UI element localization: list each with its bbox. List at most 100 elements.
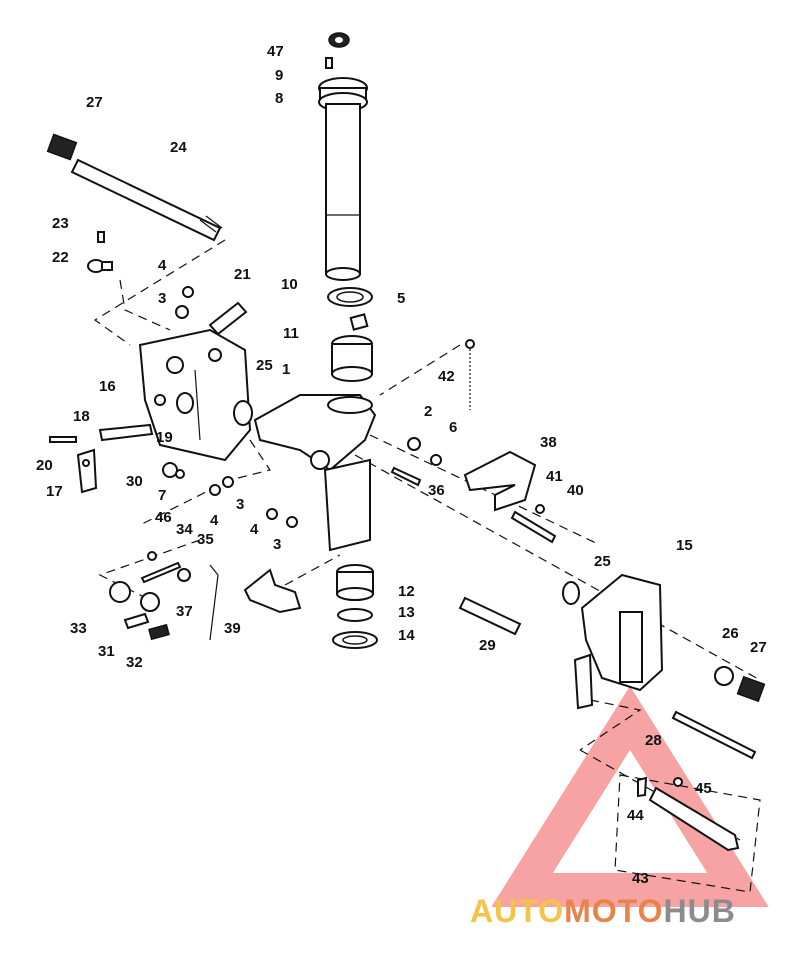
callout-c3b: 3 bbox=[236, 496, 244, 513]
callout-c31: 31 bbox=[98, 643, 115, 660]
callout-c46: 46 bbox=[155, 509, 172, 526]
screw-18 bbox=[98, 423, 154, 442]
fitting-4c bbox=[266, 508, 278, 520]
nut-27-bottom bbox=[736, 675, 766, 703]
callout-c16: 16 bbox=[99, 378, 116, 395]
link-39 bbox=[243, 568, 302, 614]
logo-text: AUTOMOTOHUB bbox=[470, 893, 736, 930]
callout-c21: 21 bbox=[234, 266, 251, 283]
bracket-38 bbox=[463, 450, 537, 512]
bolt-6 bbox=[430, 454, 442, 466]
bolt-28 bbox=[671, 710, 757, 760]
callout-c5: 5 bbox=[397, 290, 405, 307]
assembly-lines bbox=[93, 239, 761, 893]
key-5 bbox=[349, 313, 369, 331]
tilt-tube-24 bbox=[70, 158, 223, 242]
nut-30 bbox=[162, 462, 178, 478]
callout-c7: 7 bbox=[158, 487, 166, 504]
callout-c22: 22 bbox=[52, 249, 69, 266]
autmotohub-logo: AUTOMOTOHUB bbox=[470, 885, 800, 955]
pad-32 bbox=[148, 623, 170, 641]
callout-c4b: 4 bbox=[210, 512, 219, 529]
callout-c38: 38 bbox=[540, 434, 557, 451]
callout-c30: 30 bbox=[126, 473, 143, 490]
callout-c8: 8 bbox=[275, 90, 283, 107]
logo-part-hub: HUB bbox=[663, 893, 736, 929]
o-ring-13 bbox=[337, 608, 373, 622]
pin-45 bbox=[673, 777, 683, 787]
pin-40 bbox=[510, 510, 557, 544]
fitting-4b bbox=[209, 484, 221, 496]
callout-c27a: 27 bbox=[86, 94, 103, 111]
pin-23 bbox=[97, 231, 105, 243]
callout-c25b: 25 bbox=[594, 553, 611, 570]
callout-c43: 43 bbox=[632, 870, 649, 887]
nut-26 bbox=[714, 666, 734, 686]
nut-2 bbox=[407, 437, 421, 451]
tilt-lock-lever-43 bbox=[648, 786, 740, 852]
callout-c35: 35 bbox=[197, 531, 214, 548]
fitting-3c bbox=[286, 516, 298, 528]
plate-17 bbox=[76, 448, 98, 494]
callout-c45: 45 bbox=[695, 780, 712, 797]
spring-33 bbox=[109, 581, 160, 612]
pin-44 bbox=[637, 776, 648, 798]
callout-c27b: 27 bbox=[750, 639, 767, 656]
callout-c6: 6 bbox=[449, 419, 457, 436]
washer-14 bbox=[332, 631, 378, 649]
callout-c41: 41 bbox=[546, 468, 563, 485]
spring-42 bbox=[465, 339, 475, 410]
clamp-bracket-16 bbox=[138, 328, 252, 462]
rod-37 bbox=[209, 564, 219, 641]
callout-c1: 1 bbox=[282, 361, 290, 378]
callout-c2: 2 bbox=[424, 403, 432, 420]
callout-c24: 24 bbox=[170, 139, 187, 156]
bolt-20 bbox=[49, 436, 77, 443]
nut-27-top bbox=[46, 133, 78, 161]
clamp-bracket-15 bbox=[573, 573, 664, 710]
watermark-triangle bbox=[491, 686, 769, 907]
callout-c4a: 4 bbox=[158, 257, 167, 274]
pin-36 bbox=[390, 466, 422, 487]
callout-c40: 40 bbox=[567, 482, 584, 499]
callout-c42: 42 bbox=[438, 368, 455, 385]
clip-35 bbox=[177, 568, 191, 582]
logo-part-auto: AUTO bbox=[470, 893, 565, 929]
callout-c34: 34 bbox=[176, 521, 193, 538]
callout-c25a: 25 bbox=[256, 357, 273, 374]
pin-21 bbox=[208, 301, 248, 336]
washer-19 bbox=[176, 392, 194, 414]
callout-c36: 36 bbox=[428, 482, 445, 499]
fitting-3a bbox=[175, 305, 189, 319]
washer-25a bbox=[233, 400, 253, 426]
callout-c3c: 3 bbox=[273, 536, 281, 553]
tube-29 bbox=[458, 596, 522, 636]
callout-c39: 39 bbox=[224, 620, 241, 637]
callout-c44: 44 bbox=[627, 807, 644, 824]
callout-c14: 14 bbox=[398, 627, 415, 644]
callout-c29: 29 bbox=[479, 637, 496, 654]
washer-25b bbox=[562, 581, 580, 605]
screw-22 bbox=[87, 259, 113, 273]
bushing-12 bbox=[336, 564, 374, 601]
washer-10 bbox=[327, 287, 373, 307]
grease-fitting-4a bbox=[182, 286, 194, 298]
rod-34 bbox=[140, 561, 182, 584]
callout-c11: 11 bbox=[283, 325, 299, 342]
callout-c23: 23 bbox=[52, 215, 69, 232]
callout-c15: 15 bbox=[676, 537, 693, 554]
callout-c37: 37 bbox=[176, 603, 193, 620]
swivel-pin-tube-8 bbox=[318, 77, 368, 281]
fitting-3b bbox=[222, 476, 234, 488]
callout-c19: 19 bbox=[156, 429, 173, 446]
callout-c26: 26 bbox=[722, 625, 739, 642]
callout-c20: 20 bbox=[36, 457, 53, 474]
callout-c3a: 3 bbox=[158, 290, 166, 307]
callout-c47: 47 bbox=[267, 43, 284, 60]
bushing-11 bbox=[331, 335, 373, 382]
callout-c28: 28 bbox=[645, 732, 662, 749]
pin-41 bbox=[535, 504, 545, 514]
callout-c32: 32 bbox=[126, 654, 143, 671]
nut-47 bbox=[328, 32, 350, 48]
